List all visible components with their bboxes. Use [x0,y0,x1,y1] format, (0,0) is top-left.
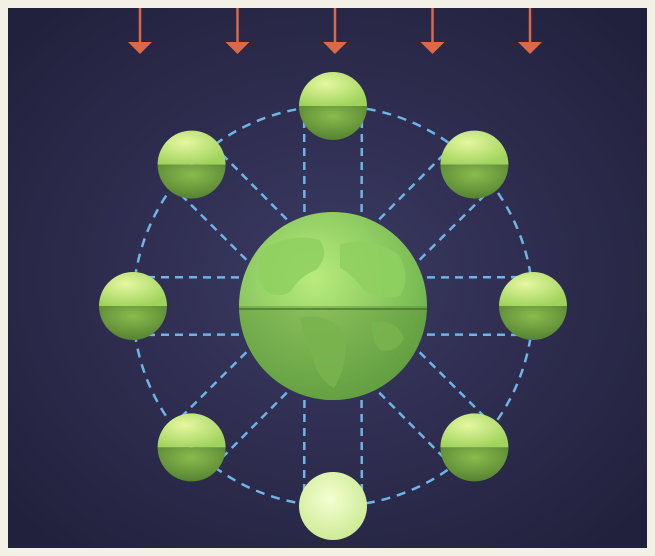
moon-upper-right-icon [440,131,508,199]
moon-lower-right-icon [440,413,508,481]
moon-lower-left-icon [158,413,226,481]
moon-bottom-icon [299,472,367,540]
moon-left-icon [99,272,167,340]
moon-upper-left-icon [158,131,226,199]
moon-top-icon [299,72,367,140]
moon-right-icon [499,272,567,340]
